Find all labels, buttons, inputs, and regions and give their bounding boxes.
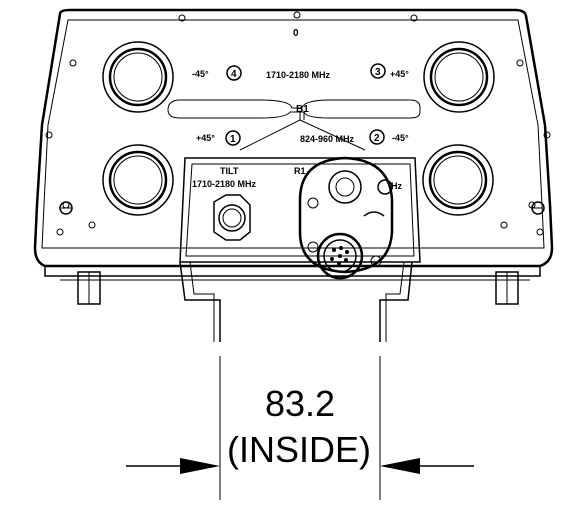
port-3-polarization: +45°	[390, 69, 409, 79]
port-1-number: 1	[230, 134, 236, 145]
top-band-label: 1710-2180 MHz	[266, 70, 331, 80]
r1-label: R1	[294, 166, 306, 176]
port-3-badge	[370, 63, 386, 79]
mounting-bracket	[179, 261, 413, 342]
connector-4	[102, 41, 174, 113]
mounting-bracket-inner	[189, 261, 405, 342]
dimension-arrow-left	[126, 458, 220, 474]
connector-1	[102, 144, 174, 216]
port-1-polarization: +45°	[196, 133, 215, 143]
port-4-number: 4	[231, 69, 237, 80]
port-2-polarization: -45°	[392, 133, 409, 143]
dimension-arrow-right	[380, 458, 474, 474]
connector-2	[422, 144, 494, 216]
r1-assembly	[298, 156, 394, 280]
bottom-band-label: 824-960 MHz	[300, 134, 355, 144]
edge-screws	[59, 201, 545, 215]
mounting-rail	[44, 265, 541, 305]
dimension-value: 83.2	[265, 383, 335, 424]
r1-band-fragment: Hz	[391, 181, 402, 191]
tilt-connector	[213, 194, 251, 241]
connector-3	[423, 41, 495, 113]
tilt-label: TILT	[220, 166, 239, 176]
port-2-number: 2	[374, 133, 380, 144]
top-mark: 0	[293, 28, 299, 39]
center-divider	[167, 99, 421, 119]
b1-branch-lines	[239, 112, 366, 151]
port-1-badge	[225, 130, 241, 146]
center-module-inner	[185, 163, 415, 257]
port-4-polarization: -45°	[192, 69, 209, 79]
port-3-number: 3	[375, 67, 381, 78]
dimension-note: (INSIDE)	[227, 429, 371, 470]
mounting-holes	[45, 11, 551, 236]
port-4-badge	[226, 65, 242, 81]
housing-outline	[33, 8, 554, 268]
housing-inner-outline	[41, 19, 545, 249]
port-2-badge	[369, 129, 385, 145]
tilt-band-label: 1710-2180 MHz	[192, 179, 257, 189]
b1-label: B1	[296, 104, 309, 115]
